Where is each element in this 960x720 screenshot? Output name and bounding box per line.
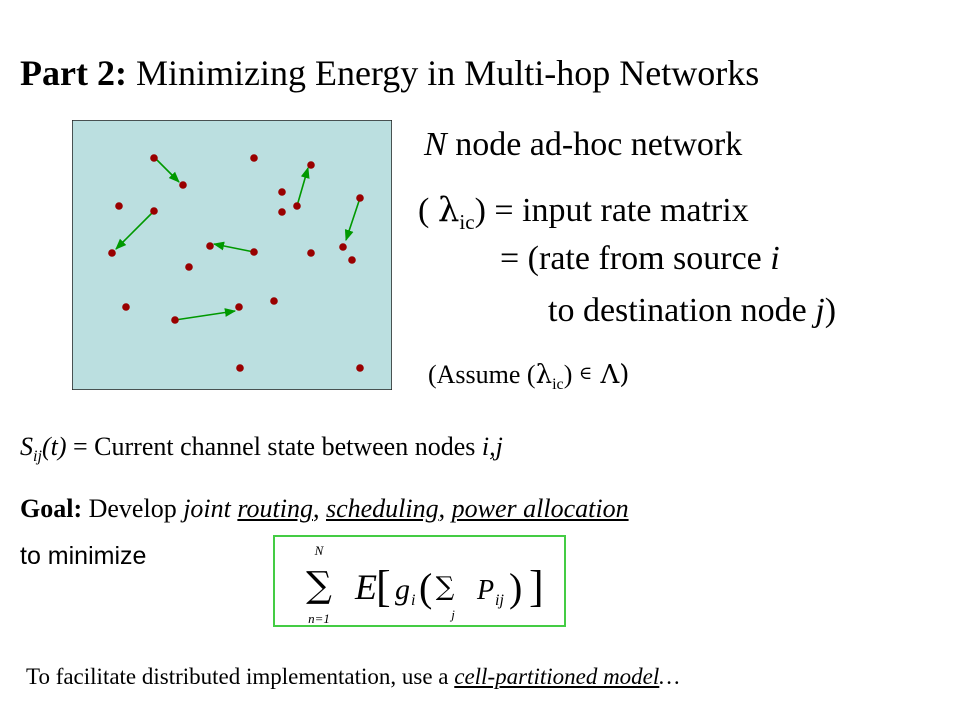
link-arrow: [154, 157, 180, 183]
s-subscript: ij: [33, 448, 42, 466]
inner-sum-index: j: [449, 607, 455, 622]
sum-lower-limit: n=1: [308, 611, 330, 625]
objective-formula-box: N ∑ n=1 E [ g i ( ∑ j P ij ) ]: [273, 535, 566, 627]
title-text: Minimizing Energy in Multi-hop Networks: [126, 53, 760, 93]
rate-text-2: to destination node: [548, 292, 816, 329]
network-node: [206, 242, 214, 250]
network-node: [250, 154, 258, 162]
link-arrow: [344, 197, 361, 242]
input-rate-matrix-line: ( λic) = input rate matrix: [418, 190, 749, 235]
network-node: [250, 248, 258, 256]
rate-text-1: = (rate from source: [500, 240, 771, 277]
network-node: [115, 202, 123, 210]
lambda-symbol: λ: [437, 190, 460, 230]
sum-symbol: ∑: [306, 565, 332, 606]
assumption-line: (Assume (λic) ∈ Λ): [428, 360, 629, 394]
g-subscript: i: [411, 592, 415, 609]
network-node: [339, 243, 347, 251]
capacity-region: Λ): [592, 360, 630, 390]
goal-sep: ,: [312, 494, 326, 523]
power-p: P: [476, 575, 494, 606]
goal-minimize: to minimize: [20, 542, 147, 570]
expectation-e: E: [354, 567, 377, 607]
network-diagram: [72, 120, 392, 390]
input-rate-text: ) = input rate matrix: [474, 192, 749, 229]
goal-scheduling: scheduling: [325, 494, 439, 523]
lambda-subscript: ic: [459, 209, 475, 234]
goal-line: Goal: Develop joint routing, scheduling,…: [20, 494, 629, 524]
footer-ellipsis: …: [659, 664, 680, 689]
network-node: [307, 161, 315, 169]
var-n: N: [424, 126, 447, 163]
network-node: [270, 297, 278, 305]
lambda-symbol: λ: [535, 360, 553, 390]
network-node: [150, 207, 158, 215]
network-node: [235, 303, 243, 311]
slide-title: Part 2: Minimizing Energy in Multi-hop N…: [20, 52, 759, 94]
objective-formula: N ∑ n=1 E [ g i ( ∑ j P ij ) ]: [306, 543, 544, 626]
footer-note: To facilitate distributed implementation…: [26, 664, 680, 690]
network-node: [307, 249, 315, 257]
network-node: [236, 364, 244, 372]
channel-state-line: Sij(t) = Current channel state between n…: [20, 432, 503, 466]
inner-sum-symbol: ∑: [436, 572, 455, 602]
goal-line-2: to minimize: [20, 542, 146, 571]
network-node: [278, 188, 286, 196]
network-node: [108, 249, 116, 257]
network-node: [356, 194, 364, 202]
goal-routing: routing: [237, 494, 313, 523]
link-arrow: [115, 210, 155, 250]
assume-mid: ): [563, 360, 579, 389]
network-description: N node ad-hoc network: [424, 126, 742, 164]
paren-close: ): [824, 292, 837, 329]
member-of-symbol: ∈: [578, 363, 593, 384]
goal-sep: ,: [438, 494, 452, 523]
goal-label: Goal:: [20, 494, 83, 523]
network-node: [185, 263, 193, 271]
time-arg: (t): [41, 432, 67, 461]
rate-definition-line-2: to destination node j): [548, 292, 836, 330]
network-node: [356, 364, 364, 372]
paren-open: (: [418, 192, 430, 229]
bracket-close: ]: [529, 562, 544, 611]
network-node: [179, 181, 187, 189]
network-node: [122, 303, 130, 311]
link-arrow: [296, 166, 310, 207]
var-s: S: [20, 432, 33, 461]
network-node: [150, 154, 158, 162]
link-arrow: [174, 308, 237, 321]
title-bold: Part 2:: [20, 53, 127, 93]
network-text: node ad-hoc network: [446, 126, 743, 163]
footer-text: To facilitate distributed implementation…: [26, 664, 455, 689]
network-node: [278, 208, 286, 216]
sum-upper-limit: N: [314, 543, 325, 558]
network-node: [293, 202, 301, 210]
g-function: g: [395, 573, 410, 606]
link-arrow: [212, 241, 255, 253]
nodes-ij: i,j: [481, 432, 503, 461]
network-area: [72, 120, 392, 390]
network-node: [348, 256, 356, 264]
channel-text: = Current channel state between nodes: [66, 432, 482, 461]
rate-definition-line-1: = (rate from source i: [500, 240, 780, 278]
network-node: [171, 316, 179, 324]
bracket-open: [: [376, 562, 391, 611]
paren-open: (: [419, 565, 432, 610]
var-i: i: [770, 240, 780, 277]
goal-develop: Develop: [82, 494, 184, 523]
var-j: j: [815, 292, 825, 329]
goal-power-allocation: power allocation: [451, 494, 629, 523]
goal-joint: joint: [183, 494, 231, 523]
paren-close: ): [509, 565, 522, 610]
p-subscript: ij: [495, 592, 504, 609]
lambda-subscript: ic: [552, 376, 564, 394]
cell-partitioned-model-link: cell-partitioned model: [454, 664, 660, 689]
assume-open: (Assume (: [428, 360, 536, 389]
